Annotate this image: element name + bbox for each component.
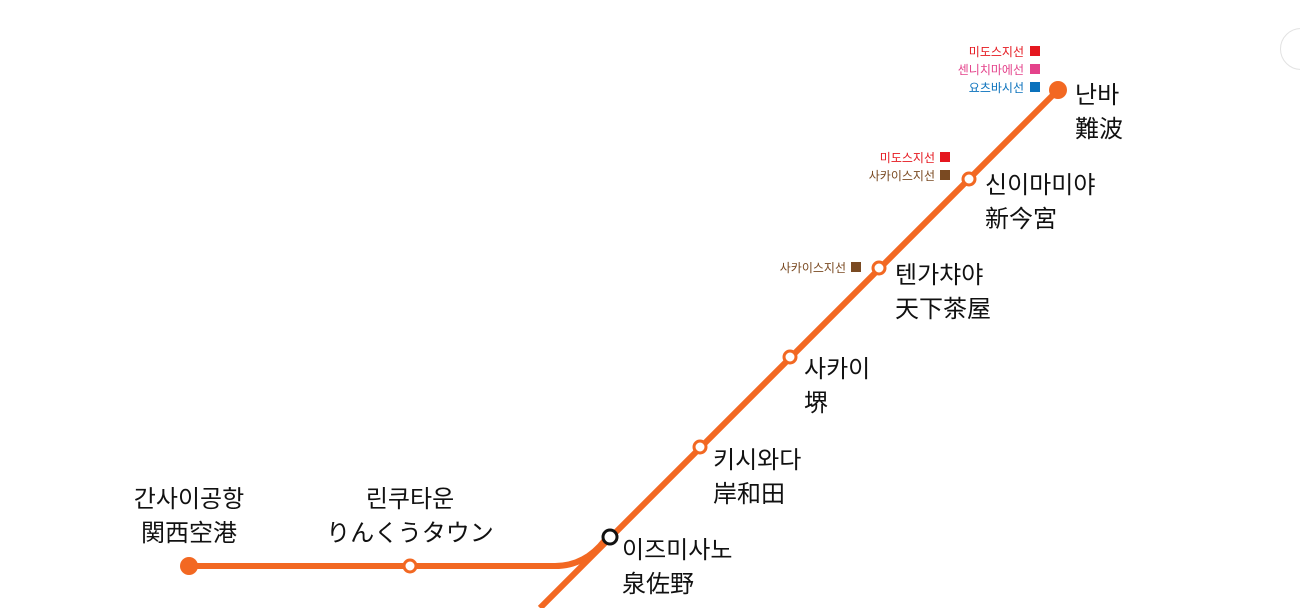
station-marker-tengachaya[interactable] <box>871 260 887 276</box>
main-line-track <box>537 87 1061 608</box>
station-marker-kishiwada[interactable] <box>692 439 708 455</box>
transfer-label: 미도스지선 <box>880 151 935 165</box>
station-label-shin-imamiya-ko: 신이마미야 <box>985 171 1095 199</box>
station-label-kishiwada-ko: 키시와다 <box>713 446 801 474</box>
station-label-namba-ko: 난바 <box>1075 81 1119 109</box>
transfer-list-namba: 미도스지선 센니치마에선 요츠바시선 <box>958 45 1040 95</box>
transfer-label: 센니치마에선 <box>958 63 1024 77</box>
station-marker-sakai[interactable] <box>782 349 798 365</box>
station-marker-shin-imamiya[interactable] <box>961 171 977 187</box>
transfer-list-tengachaya: 사카이스지선 <box>780 261 861 275</box>
station-label-tengachaya-ko: 텐가챠야 <box>895 261 983 289</box>
station-label-izumisano-ko: 이즈미사노 <box>622 536 732 564</box>
transfer-label: 사카이스지선 <box>780 261 846 275</box>
station-marker-rinku-town[interactable] <box>402 558 418 574</box>
line-color-square <box>940 152 950 162</box>
station-label-kansai-airport-ko: 간사이공항 <box>134 485 244 513</box>
station-marker-namba[interactable] <box>1049 81 1067 99</box>
station-label-kishiwada-ja: 岸和田 <box>713 480 785 508</box>
station-marker-izumisano[interactable] <box>601 528 619 546</box>
station-label-sakai-ja: 堺 <box>804 389 828 417</box>
transfer-label: 요츠바시선 <box>969 81 1024 95</box>
station-label-shin-imamiya-ja: 新今宮 <box>985 205 1057 233</box>
station-label-rinku-town-ko: 린쿠타운 <box>366 485 454 513</box>
station-label-kansai-airport-ja: 関西空港 <box>141 519 237 547</box>
line-color-square <box>1030 82 1040 92</box>
airport-branch-track <box>189 538 608 569</box>
transfer-list-shin-imamiya: 미도스지선 사카이스지선 <box>869 151 950 183</box>
line-color-square <box>1030 64 1040 74</box>
transfer-label: 사카이스지선 <box>869 169 935 183</box>
line-color-square <box>851 262 861 272</box>
station-label-rinku-town-ja: りんくうタウン <box>326 519 494 547</box>
transfer-label: 미도스지선 <box>969 45 1024 59</box>
line-color-square <box>1030 46 1040 56</box>
station-label-tengachaya-ja: 天下茶屋 <box>895 295 991 323</box>
station-label-namba-ja: 難波 <box>1075 115 1123 143</box>
station-marker-kansai-airport[interactable] <box>180 557 198 575</box>
line-color-square <box>940 170 950 180</box>
station-label-izumisano-ja: 泉佐野 <box>622 570 694 598</box>
station-label-sakai-ko: 사카이 <box>804 355 870 383</box>
